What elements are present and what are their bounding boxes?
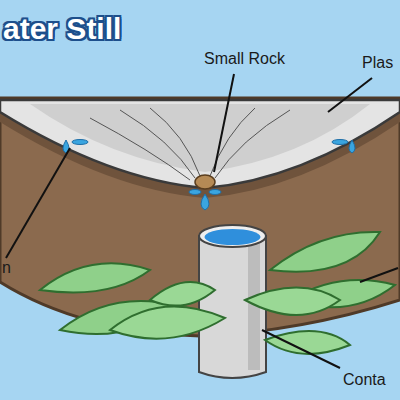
plastic-creases [90,108,290,180]
water-droplets [63,140,355,211]
leaves-front [110,282,350,354]
part-label: Conta [343,371,386,389]
plastic-shade [30,104,370,172]
ground [0,98,400,336]
part-label: Plas [362,54,393,72]
part-label: Small Rock [204,50,285,68]
part-label: n [2,259,11,277]
small-rock [195,175,215,189]
plastic-sheet [0,100,400,188]
container [199,236,266,378]
container-rim [199,225,266,247]
title: ater Still [3,12,121,45]
collected-water [205,229,261,245]
pit [0,100,400,198]
leader-lines [6,74,398,368]
